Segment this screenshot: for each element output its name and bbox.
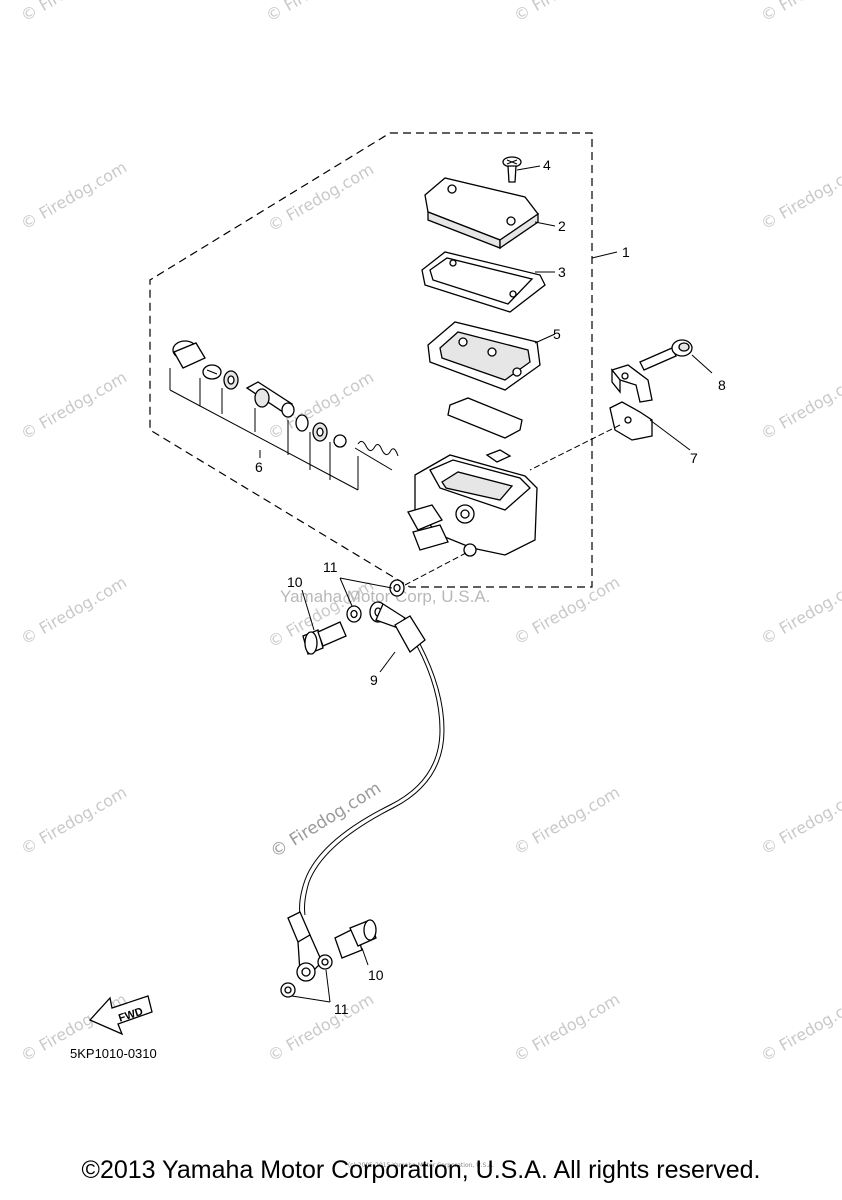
watermark: © Firedog.com xyxy=(18,783,131,859)
part-clamp-bolt xyxy=(639,339,713,374)
watermark: © Firedog.com xyxy=(18,158,131,234)
watermark-corp: Yamaha Motor Corp, U.S.A. xyxy=(280,587,490,606)
part-diaphragm xyxy=(427,321,556,391)
part-diaphragm-plate xyxy=(421,251,555,313)
watermark: © Firedog.com xyxy=(511,573,624,649)
watermark: © Firedog.com xyxy=(758,0,842,25)
part-brake-hose xyxy=(287,601,445,982)
part-float xyxy=(447,397,523,439)
part-piston-kit xyxy=(169,340,399,491)
part-lower-banjo-assembly xyxy=(280,919,377,1003)
copyright-notice: ©2013 Yamaha Motor Corporation, U.S.A. A… xyxy=(81,1156,761,1184)
watermark: © Firedog.com xyxy=(758,158,842,234)
part-number-2: 2 xyxy=(558,218,566,234)
part-number-3: 3 xyxy=(558,264,566,280)
part-master-cylinder-body xyxy=(407,449,538,557)
watermark: © Firedog.com xyxy=(18,573,131,649)
watermark: © Firedog.com xyxy=(758,573,842,649)
part-number-4: 4 xyxy=(543,157,551,173)
part-number-8: 8 xyxy=(718,377,726,393)
small-credit: (c) 2005-2015 Yamaha Motor Corporation, … xyxy=(347,1162,495,1169)
watermark: © Firedog.com xyxy=(265,160,378,236)
watermark: © Firedog.com xyxy=(758,368,842,444)
part-screw xyxy=(502,156,541,183)
callout-leader xyxy=(591,251,618,259)
watermark: © Firedog.com xyxy=(263,0,376,25)
watermark: © Firedog.com xyxy=(18,368,131,444)
part-upper-banjo-assembly xyxy=(301,552,467,655)
watermark: © Firedog.com xyxy=(511,990,624,1066)
part-number-11-upper: 11 xyxy=(323,559,338,575)
watermark: © Firedog.com xyxy=(511,783,624,859)
part-number-11-lower: 11 xyxy=(334,1001,349,1017)
part-number-10-upper: 10 xyxy=(287,574,303,590)
watermark: © Firedog.com xyxy=(758,990,842,1066)
part-reservoir-cap xyxy=(424,177,556,250)
part-number-5: 5 xyxy=(553,326,561,342)
watermark: © Firedog.com xyxy=(18,0,131,25)
watermark: © Firedog.com xyxy=(758,783,842,859)
part-number-6: 6 xyxy=(255,459,263,475)
part-number-labels: 1 2 3 4 5 6 7 8 9 10 10 11 11 xyxy=(255,157,726,1017)
part-handlebar-clamp xyxy=(529,364,691,471)
part-number-1: 1 xyxy=(622,244,630,260)
part-number-9: 9 xyxy=(370,672,378,688)
part-number-7: 7 xyxy=(690,450,698,466)
part-number-10-lower: 10 xyxy=(368,967,384,983)
watermark-large: © Firedog.com xyxy=(267,778,385,862)
watermark: © Firedog.com xyxy=(511,0,624,25)
figure-code: 5KP1010-0310 xyxy=(70,1046,157,1061)
